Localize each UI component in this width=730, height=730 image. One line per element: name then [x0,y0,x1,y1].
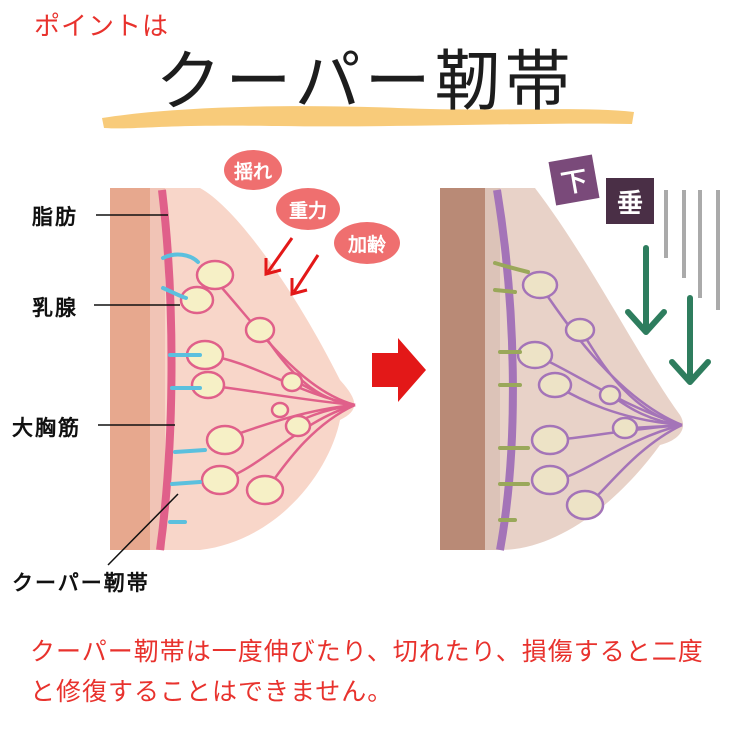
highlight-brush [102,106,634,129]
cause-bubble-aging: 加齢 [334,222,400,264]
cause-bubble-shaking: 揺れ [224,150,282,190]
tag-sag-2: 垂 [606,178,654,224]
down-arrow-icon [625,245,711,385]
sagging-breast-illustration [440,188,684,551]
tag-sag-1: 下 [548,154,600,206]
page-title: クーパー靭帯 [155,43,575,120]
transition-arrow [372,338,426,402]
label-cooper-ligament: クーパー靭帯 [12,571,150,595]
cause-bubble-gravity: 重力 [276,188,340,230]
caption-text: クーパー靭帯は一度伸びたり、切れたり、損傷すると二度と修復することはできません。 [30,637,704,706]
label-mammary-gland: 乳腺 [32,296,78,320]
label-fat: 脂肪 [32,205,78,229]
label-pectoralis-major: 大胸筋 [12,416,81,440]
kicker-text: ポイントは [34,12,170,42]
healthy-breast-illustration [110,188,356,551]
breast-diagram [94,188,720,566]
